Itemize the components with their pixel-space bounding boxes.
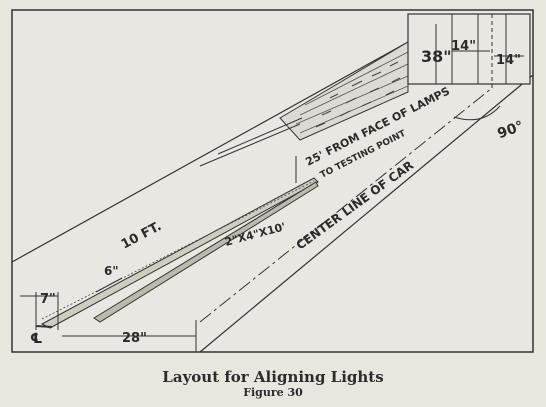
center-line-of-car: [199, 87, 493, 323]
offset-dimension-line: [95, 277, 123, 293]
lumber-guide-line: [41, 180, 315, 320]
wall-base-line: [217, 117, 303, 155]
caption-title: Layout for Aligning Lights: [162, 368, 384, 386]
offset-label: 6": [104, 264, 119, 278]
centerline-symbol: ℄: [30, 331, 43, 347]
end-width-label: 7": [40, 292, 56, 307]
lumber-board: [35, 177, 319, 329]
right-angle-arc: [453, 105, 501, 121]
wall-height-label: 38": [421, 47, 452, 66]
brick-wall: [199, 41, 409, 167]
floor-edge-line: [11, 41, 409, 263]
target-board: [407, 13, 531, 85]
lamp-spacing-left-label: 14": [451, 39, 476, 54]
floor-front-line: [199, 74, 534, 353]
lamp-spacing-right-label: 14": [496, 53, 521, 68]
caption-subtitle: Figure 30: [243, 386, 303, 399]
base-width-label: 28": [122, 331, 147, 346]
